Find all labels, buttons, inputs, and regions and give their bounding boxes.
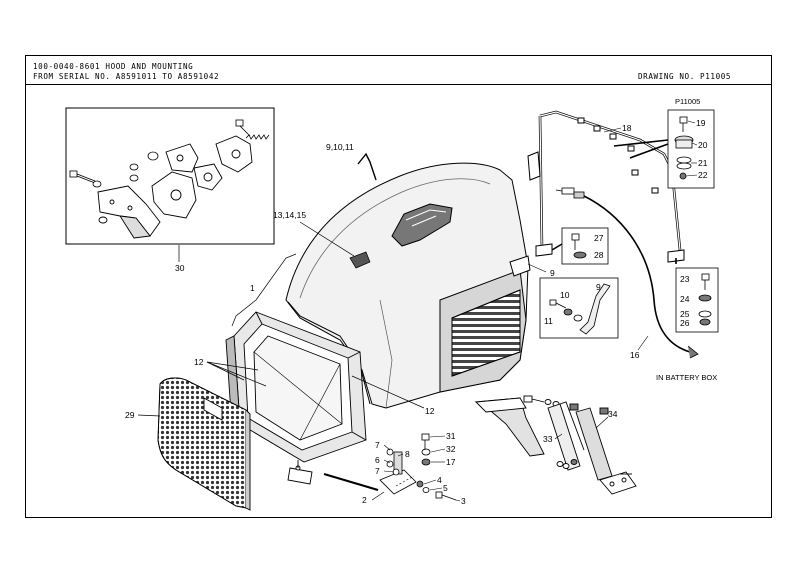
- callout-13-14-15: 13,14,15: [273, 210, 306, 220]
- release-cable: [555, 187, 699, 359]
- callout-3: 3: [461, 496, 466, 506]
- callout-25: 25: [680, 309, 690, 319]
- callout-24: 24: [680, 294, 690, 304]
- callout-2: 2: [362, 495, 367, 505]
- drawing-frame: [25, 55, 772, 518]
- latch-inset: 30: [65, 107, 275, 273]
- callout-26: 26: [680, 318, 690, 328]
- callout-31: 31: [446, 431, 456, 441]
- callout-20: 20: [698, 140, 708, 150]
- decal-tag: [349, 251, 371, 269]
- latch-plate: [151, 135, 253, 219]
- callout-5: 5: [443, 483, 448, 493]
- callout-21: 21: [698, 158, 708, 168]
- callout-6: 6: [375, 455, 380, 465]
- callout-12-right: 12: [425, 406, 435, 416]
- battery-box-note: IN BATTERY BOX: [656, 373, 717, 382]
- callout-32: 32: [446, 444, 456, 454]
- callout-7-top: 7: [375, 440, 380, 450]
- gas-strut-assembly: [474, 395, 637, 495]
- callout-9-frame: 9: [550, 268, 555, 278]
- serial-range: FROM SERIAL NO. A8591011 TO A8591042: [33, 72, 220, 81]
- callout-18: 18: [622, 123, 632, 133]
- callout-27: 27: [594, 233, 604, 243]
- spring-icon: [235, 119, 270, 140]
- header-divider: [25, 84, 772, 85]
- callout-9-detail: 9: [596, 282, 601, 292]
- grille-screen: [157, 377, 251, 511]
- mount-detail: 23 24 25 26: [675, 258, 719, 333]
- callout-11: 11: [544, 316, 553, 326]
- callout-19: 19: [696, 118, 706, 128]
- callout-17: 17: [446, 457, 456, 467]
- callout-16: 16: [630, 350, 640, 360]
- callout-1: 1: [250, 283, 255, 293]
- callout-28: 28: [594, 250, 604, 260]
- callout-9-10-11: 9,10,11: [326, 142, 354, 152]
- bolt-detail: [551, 227, 609, 265]
- callout-7-bottom: 7: [375, 466, 380, 476]
- bolt-icon: [69, 170, 102, 188]
- drawing-title: 100-0040-8601 HOOD AND MOUNTING: [33, 62, 194, 71]
- clip-icon: [357, 152, 377, 181]
- callout-4: 4: [437, 475, 442, 485]
- callout-10: 10: [560, 290, 570, 300]
- callout-12-left: 12: [194, 357, 204, 367]
- hinge-arrow: [323, 473, 379, 491]
- callout-23: 23: [680, 274, 690, 284]
- drawing-tag: P11005: [675, 97, 700, 106]
- callout-34: 34: [608, 409, 618, 419]
- latch-bracket: [97, 185, 161, 239]
- front-frame: [225, 311, 367, 485]
- callout-33: 33: [543, 434, 553, 444]
- hinge-assembly: [379, 433, 457, 501]
- callout-8: 8: [405, 449, 410, 459]
- latch-rod-detail: [539, 277, 619, 339]
- support-frame: [527, 110, 685, 263]
- callout-29: 29: [125, 410, 135, 420]
- drawing-number: DRAWING NO. P11005: [638, 72, 732, 81]
- callout-30: 30: [175, 263, 185, 273]
- callout-22: 22: [698, 170, 708, 180]
- isolator-detail: P11005 19 20 21 22: [613, 97, 715, 189]
